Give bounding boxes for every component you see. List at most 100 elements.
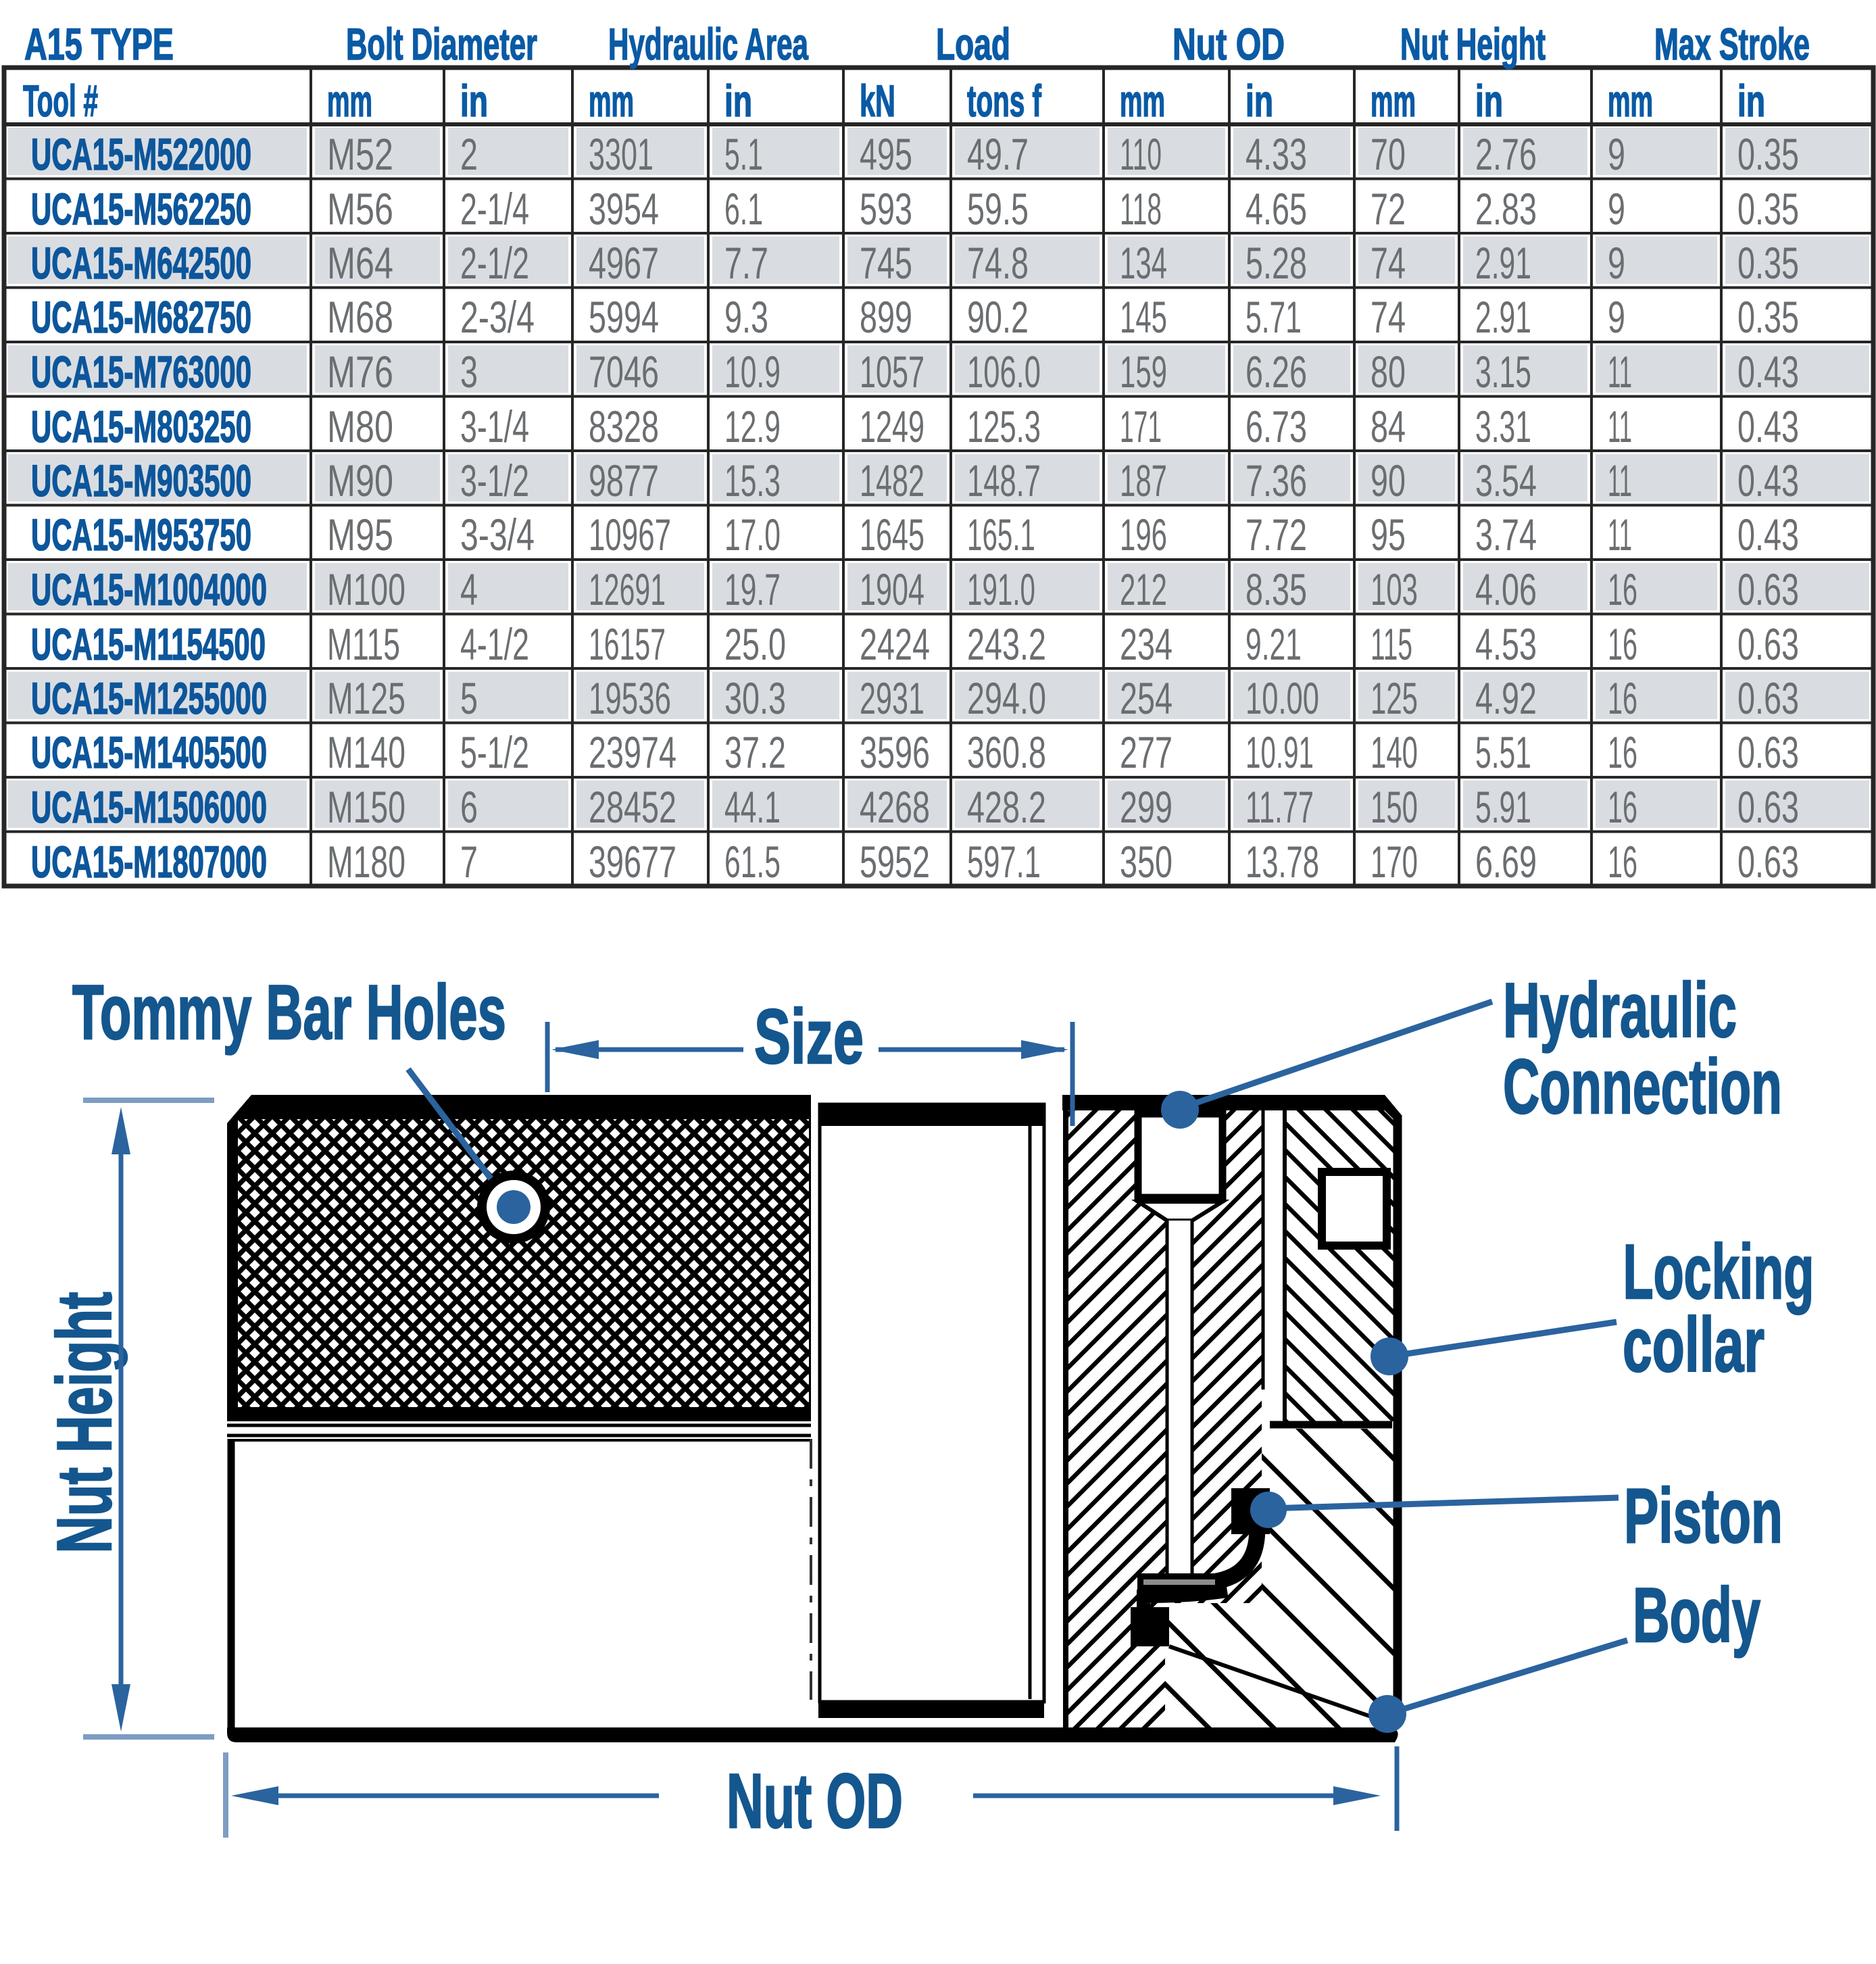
svg-text:597.1: 597.1 [967, 837, 1041, 887]
svg-text:106.0: 106.0 [967, 347, 1041, 397]
svg-text:UCA15-M1004000: UCA15-M1004000 [31, 564, 267, 614]
svg-text:Size: Size [754, 994, 864, 1080]
svg-text:1482: 1482 [860, 456, 924, 506]
svg-text:3.31: 3.31 [1475, 401, 1531, 451]
svg-text:74.8: 74.8 [967, 238, 1029, 288]
svg-text:72: 72 [1371, 184, 1406, 234]
svg-text:5994: 5994 [589, 292, 659, 342]
svg-text:16: 16 [1608, 619, 1637, 669]
svg-text:UCA15-M903500: UCA15-M903500 [31, 456, 251, 506]
svg-text:6.73: 6.73 [1245, 401, 1307, 451]
svg-text:191.0: 191.0 [967, 564, 1035, 614]
svg-text:M180: M180 [327, 837, 405, 887]
svg-text:9.3: 9.3 [724, 292, 768, 342]
svg-text:4.53: 4.53 [1475, 619, 1537, 669]
svg-text:8328: 8328 [589, 401, 659, 451]
svg-text:M76: M76 [327, 347, 393, 397]
svg-text:5.28: 5.28 [1245, 238, 1307, 288]
svg-text:10.9: 10.9 [724, 347, 781, 397]
svg-text:360.8: 360.8 [967, 727, 1046, 777]
svg-text:25.0: 25.0 [724, 619, 786, 669]
svg-text:4: 4 [460, 564, 478, 614]
svg-text:150: 150 [1371, 782, 1418, 832]
svg-text:11: 11 [1608, 456, 1632, 506]
svg-text:0.35: 0.35 [1737, 238, 1799, 288]
svg-text:125: 125 [1371, 673, 1418, 723]
svg-text:118: 118 [1120, 184, 1162, 234]
svg-text:4.33: 4.33 [1245, 129, 1307, 179]
svg-text:84: 84 [1371, 401, 1406, 451]
svg-text:2: 2 [460, 129, 478, 179]
svg-text:M150: M150 [327, 782, 405, 832]
svg-text:899: 899 [860, 292, 912, 342]
svg-text:9: 9 [1608, 184, 1625, 234]
svg-text:4-1/2: 4-1/2 [460, 619, 529, 669]
svg-text:Nut Height: Nut Height [42, 1292, 128, 1554]
svg-text:3-1/4: 3-1/4 [460, 401, 529, 451]
svg-text:0.43: 0.43 [1737, 510, 1799, 560]
svg-text:7046: 7046 [589, 347, 659, 397]
svg-text:1249: 1249 [860, 401, 924, 451]
svg-text:90.2: 90.2 [967, 292, 1029, 342]
svg-text:80: 80 [1371, 347, 1406, 397]
svg-text:30.3: 30.3 [724, 673, 786, 723]
svg-text:115: 115 [1371, 619, 1412, 669]
svg-text:9.21: 9.21 [1245, 619, 1302, 669]
svg-text:11: 11 [1608, 401, 1632, 451]
svg-text:4268: 4268 [860, 782, 930, 832]
svg-text:44.1: 44.1 [724, 782, 781, 832]
svg-text:9877: 9877 [589, 456, 659, 506]
svg-text:Tool #: Tool # [23, 76, 98, 126]
svg-text:171: 171 [1120, 401, 1162, 451]
svg-text:4967: 4967 [589, 238, 659, 288]
svg-text:in: in [1737, 76, 1765, 126]
svg-text:4.65: 4.65 [1245, 184, 1307, 234]
svg-text:UCA15-M522000: UCA15-M522000 [31, 129, 251, 179]
svg-text:6: 6 [460, 782, 478, 832]
svg-text:4.06: 4.06 [1475, 564, 1537, 614]
svg-text:5.1: 5.1 [724, 129, 763, 179]
svg-text:0.63: 0.63 [1737, 564, 1799, 614]
svg-text:9: 9 [1608, 292, 1625, 342]
svg-text:159: 159 [1120, 347, 1167, 397]
svg-text:Nut Height: Nut Height [1400, 19, 1546, 69]
svg-text:1645: 1645 [860, 510, 924, 560]
svg-text:234: 234 [1120, 619, 1172, 669]
svg-text:350: 350 [1120, 837, 1172, 887]
svg-text:10.00: 10.00 [1245, 673, 1319, 723]
svg-text:19536: 19536 [589, 673, 671, 723]
svg-text:9: 9 [1608, 238, 1625, 288]
svg-text:0.63: 0.63 [1737, 619, 1799, 669]
svg-text:103: 103 [1371, 564, 1418, 614]
svg-text:UCA15-M953750: UCA15-M953750 [31, 510, 251, 560]
svg-text:145: 145 [1120, 292, 1167, 342]
svg-text:16: 16 [1608, 673, 1637, 723]
svg-text:0.63: 0.63 [1737, 673, 1799, 723]
svg-text:M115: M115 [327, 619, 400, 669]
svg-text:Piston: Piston [1624, 1473, 1783, 1559]
svg-text:Hydraulic Area: Hydraulic Area [608, 19, 809, 69]
svg-text:74: 74 [1371, 238, 1406, 288]
svg-text:745: 745 [860, 238, 912, 288]
svg-text:UCA15-M682750: UCA15-M682750 [31, 292, 251, 342]
svg-text:2-3/4: 2-3/4 [460, 292, 535, 342]
svg-text:2.91: 2.91 [1475, 238, 1531, 288]
svg-text:59.5: 59.5 [967, 184, 1029, 234]
svg-text:37.2: 37.2 [724, 727, 786, 777]
svg-text:UCA15-M642500: UCA15-M642500 [31, 238, 251, 288]
svg-text:428.2: 428.2 [967, 782, 1046, 832]
svg-text:70: 70 [1371, 129, 1406, 179]
svg-text:49.7: 49.7 [967, 129, 1029, 179]
svg-text:0.43: 0.43 [1737, 401, 1799, 451]
svg-text:mm: mm [1608, 76, 1653, 126]
svg-text:2-1/4: 2-1/4 [460, 184, 529, 234]
svg-text:6.1: 6.1 [724, 184, 763, 234]
svg-text:61.5: 61.5 [724, 837, 781, 887]
svg-text:5952: 5952 [860, 837, 930, 887]
svg-text:1904: 1904 [860, 564, 924, 614]
svg-text:5.51: 5.51 [1475, 727, 1531, 777]
svg-text:UCA15-M763000: UCA15-M763000 [31, 347, 251, 397]
svg-text:M52: M52 [327, 129, 393, 179]
svg-text:3-1/2: 3-1/2 [460, 456, 529, 506]
svg-text:in: in [1245, 76, 1273, 126]
